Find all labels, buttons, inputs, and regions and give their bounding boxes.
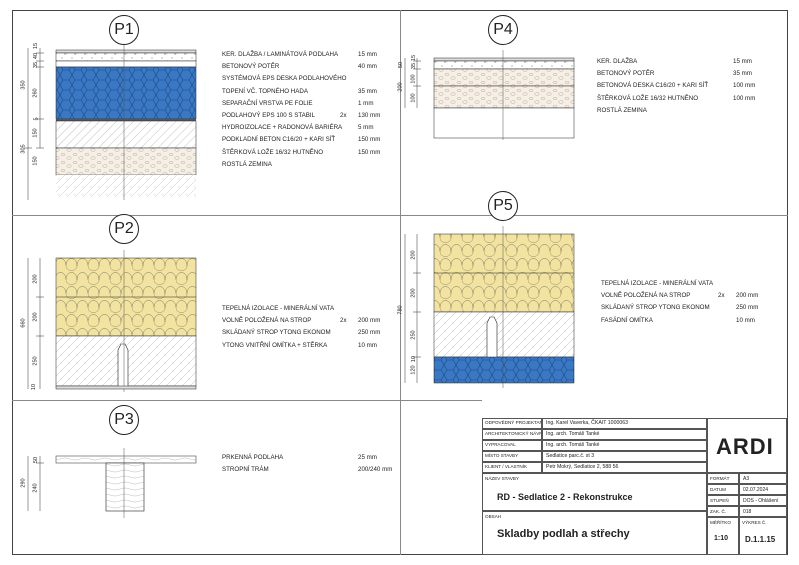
drawing-number-key: VÝKRES Č. [742, 520, 767, 525]
project-title: RD - Sedlatice 2 - Rekonstrukce [497, 492, 633, 502]
project-box: NÁZEV STAVBY RD - Sedlatice 2 - Rekonstr… [482, 473, 707, 511]
meta-value: A3 [739, 473, 787, 484]
section-p3-drawing [55, 448, 197, 518]
tb-key: VYPRACOVAL [482, 440, 542, 451]
tb-key: ODPOVĚDNÝ PROJEKTANT [482, 418, 542, 429]
tb-value: Sedlatice parc.č. st 3 [542, 451, 707, 462]
tb-key: KLIENT / VLASTNÍK [482, 462, 542, 473]
tb-key: MÍSTO STAVBY [482, 451, 542, 462]
meta-value: 018 [739, 506, 787, 517]
section-label-p2: P2 [109, 214, 139, 244]
title-block: ODPOVĚDNÝ PROJEKTANT Ing. Karel Vaverka,… [482, 418, 787, 555]
meta-value: DOS - Ohlášení [739, 495, 787, 506]
row-divider [12, 215, 788, 216]
section-p1-drawing [55, 44, 197, 200]
content-key: OBSAH [485, 514, 502, 519]
tb-value: Ing. arch. Tomáš Tanké [542, 440, 707, 451]
logo-box: ARDI [707, 418, 787, 473]
section-label-p5: P5 [488, 191, 518, 221]
center-divider [400, 10, 401, 555]
section-p2-drawing [55, 250, 197, 392]
scale-value: 1:10 [714, 535, 729, 542]
meta-key: FORMÁT [707, 473, 739, 484]
section-label-p1: P1 [109, 15, 139, 45]
company-logo: ARDI [716, 434, 774, 459]
layer-row: ROSTLÁ ZEMINA [222, 160, 272, 168]
p4-dimensions [404, 58, 421, 108]
project-key: NÁZEV STAVBY [485, 476, 520, 481]
layer-row: ROSTLÁ ZEMINA [597, 106, 647, 114]
p2-layer-list: TEPELNÁ IZOLACE - MINERÁLNÍ VATA VOLNĚ P… [222, 303, 392, 352]
tb-value: Ing. Karel Vaverka, ČKAIT 1000063 [542, 418, 707, 429]
section-p4-drawing [433, 50, 575, 140]
section-p5-drawing [433, 226, 575, 388]
p2-dimensions [27, 258, 44, 389]
row-divider [12, 400, 482, 401]
content-box: OBSAH Skladby podlah a střechy [482, 511, 707, 555]
layer-row: SYSTÉMOVÁ EPS DESKA PODLAHOVÉHO [222, 75, 347, 83]
tb-value: Petr Mokrý, Sedlatice 2, 588 56 [542, 462, 707, 473]
layer-row: TEPELNÁ IZOLACE - MINERÁLNÍ VATA [222, 305, 335, 312]
tb-key: ARCHITEKTONICKÝ NÁVRH [482, 429, 542, 440]
meta-value: 02.07.2024 [739, 484, 787, 495]
p5-dimensions [404, 234, 421, 383]
tb-value: Ing. arch. Tomáš Tanké [542, 429, 707, 440]
drawing-number-box: VÝKRES Č. D.1.1.15 [739, 517, 787, 555]
p1-dimensions [24, 48, 44, 200]
meta-key: DATUM [707, 484, 739, 495]
p5-layer-list: TEPELNÁ IZOLACE - MINERÁLNÍ VATA VOLNĚ P… [601, 278, 781, 327]
meta-key: ZAK. Č. [707, 506, 739, 517]
scale-box: MĚŘÍTKO 1:10 [707, 517, 739, 555]
scale-key: MĚŘÍTKO [710, 520, 731, 525]
p3-dimensions [27, 456, 44, 511]
section-label-p3: P3 [109, 405, 139, 435]
section-label-p4: P4 [488, 15, 518, 45]
drawing-title: Skladby podlah a střechy [497, 528, 630, 540]
meta-key: STUPEŇ [707, 495, 739, 506]
layer-row: TEPELNÁ IZOLACE - MINERÁLNÍ VATA [601, 280, 714, 287]
drawing-number: D.1.1.15 [745, 535, 776, 544]
